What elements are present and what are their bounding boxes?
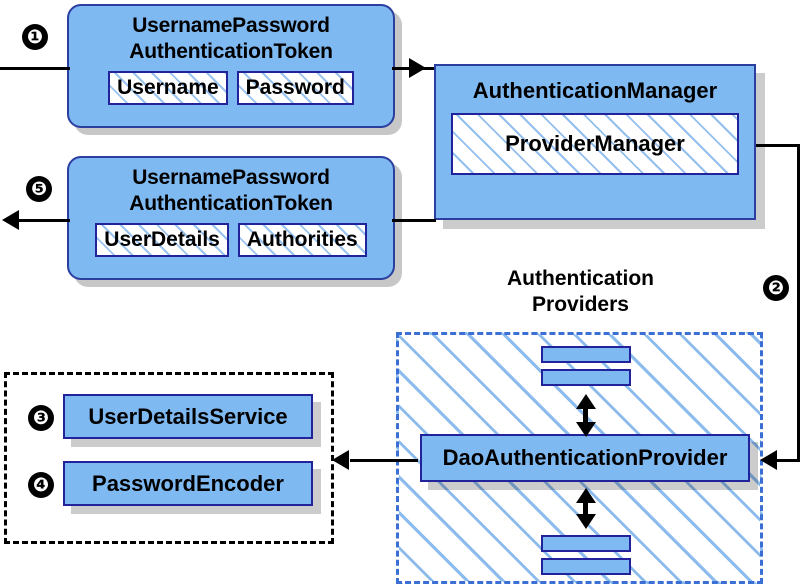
password-encoder-box[interactable]: PasswordEncoder: [63, 461, 313, 506]
arrow-request-into-manager: [409, 58, 426, 78]
response-token-box[interactable]: UsernamePassword AuthenticationToken Use…: [67, 156, 395, 280]
field-password: Password: [236, 71, 354, 105]
step-badge-1: ❶: [22, 24, 48, 50]
arrow-response-out: [2, 210, 19, 230]
arrow-dao-up: [576, 488, 596, 503]
request-token-title-line1: UsernamePassword: [132, 14, 330, 37]
other-provider-bar-1: [541, 346, 631, 363]
arrow-providers-down-to-dao: [576, 422, 596, 437]
response-token-title-line2: AuthenticationToken: [129, 192, 333, 215]
arrow-providers-up: [576, 394, 596, 409]
response-token-fields: UserDetails Authorities: [69, 223, 393, 257]
other-provider-bar-2: [541, 369, 631, 386]
field-authorities: Authorities: [237, 223, 367, 257]
arrow-into-dao-provider: [760, 450, 777, 470]
dao-authentication-provider-box[interactable]: DaoAuthenticationProvider: [420, 434, 750, 482]
connector-into-dao-provider: [765, 459, 800, 462]
field-userdetails: UserDetails: [95, 223, 229, 257]
response-token-title: UsernamePassword AuthenticationToken: [69, 158, 393, 217]
field-username: Username: [108, 71, 228, 105]
request-token-title: UsernamePassword AuthenticationToken: [69, 6, 393, 65]
other-provider-bar-3: [541, 535, 631, 552]
request-token-fields: Username Password: [69, 71, 393, 105]
connector-request-in-left: [0, 67, 70, 70]
response-token-title-line1: UsernamePassword: [132, 166, 330, 189]
request-token-title-line2: AuthenticationToken: [129, 40, 333, 63]
arrow-dao-down: [576, 514, 596, 529]
step-badge-5: ❺: [26, 176, 52, 202]
connector-manager-to-providers-vertical: [797, 144, 800, 461]
connector-provider-to-config: [350, 459, 418, 462]
provider-manager-box: ProviderManager: [451, 113, 739, 175]
connector-response-out-left: [18, 219, 70, 222]
authentication-manager-title: AuthenticationManager: [472, 78, 718, 103]
providers-caption: Authentication Providers: [448, 266, 713, 318]
connector-response-from-manager: [392, 219, 436, 222]
request-token-box[interactable]: UsernamePassword AuthenticationToken Use…: [67, 4, 395, 128]
other-provider-bar-4: [541, 558, 631, 575]
authentication-manager-box[interactable]: AuthenticationManager ProviderManager: [434, 64, 756, 220]
user-details-service-box[interactable]: UserDetailsService: [63, 394, 313, 439]
step-badge-3: ❸: [28, 405, 54, 431]
step-badge-2: ❷: [763, 275, 789, 301]
providers-caption-line1: Authentication: [507, 267, 654, 290]
provider-link-stem-top: [583, 405, 588, 425]
provider-link-stem-bottom: [583, 499, 588, 517]
step-badge-4: ❹: [28, 472, 54, 498]
arrow-into-config-box: [332, 450, 349, 470]
providers-caption-line2: Providers: [532, 293, 629, 316]
connector-manager-to-providers-top: [756, 144, 800, 147]
